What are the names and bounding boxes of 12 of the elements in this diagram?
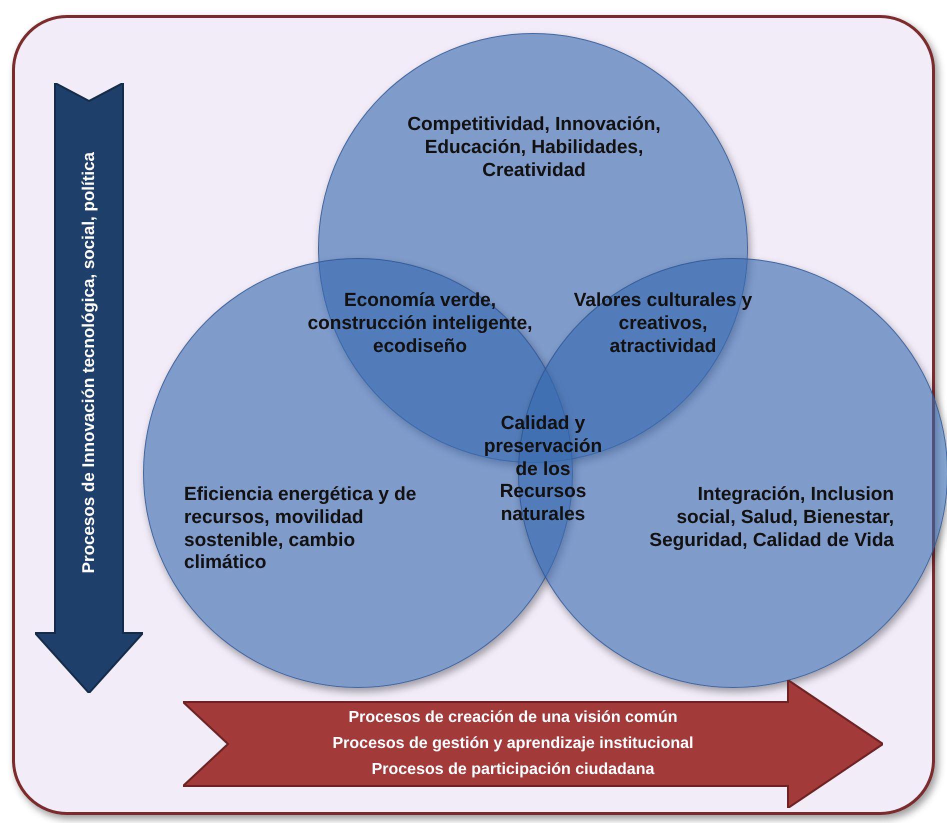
arrow-label: Procesos de gestión y aprendizaje institucional [332,734,694,754]
arrow-label: Procesos de creación de una visión común [348,708,678,728]
down-arrow [35,83,143,693]
arrow-label: Procesos de Innovación tecnológica, social, política [79,152,99,574]
circle-label: Competitividad, Innovación, Educación, Habilidades, Creatividad [406,114,662,182]
overlap-label: Economía verde, construcción inteligente, ecodiseño [306,290,534,358]
overlap-label: Valores culturales y creativos, atractividad [572,290,754,358]
circle-label: Integración, Inclusion social, Salud, Bienestar, Seguridad, Calidad de Vida [649,484,894,552]
arrow-label: Procesos de participación ciudadana [370,760,656,780]
circle-label: Eficiencia energética y de recursos, movilidad sostenible, cambio climático [184,484,418,576]
overlap-label: Calidad y preservación de los Recursos naturales [482,413,604,527]
right-arrow [183,680,883,808]
